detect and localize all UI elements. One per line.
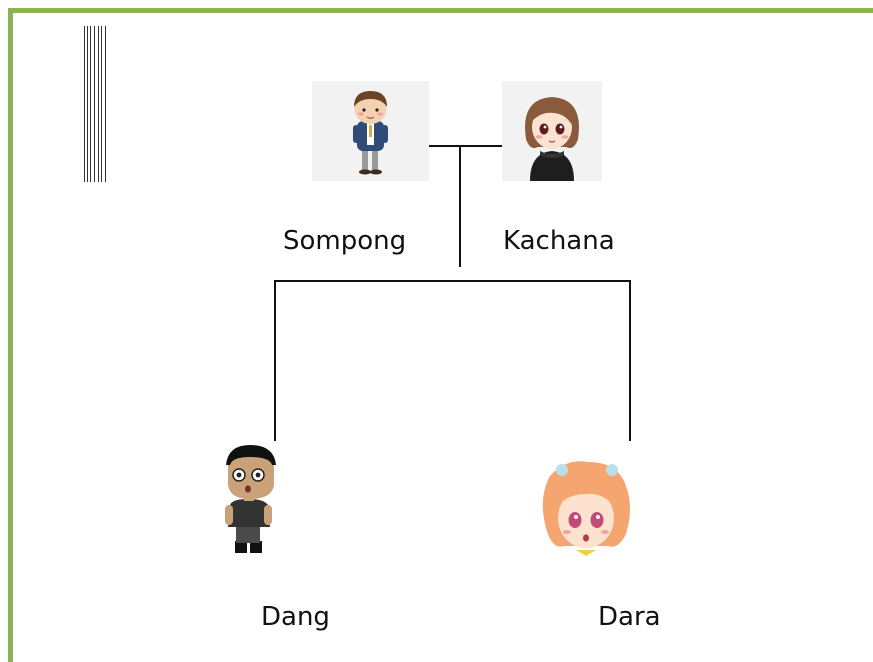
frame-border-left <box>8 8 13 662</box>
parent-name-kachana: Kachana <box>503 226 615 256</box>
child-name-dang: Dang <box>261 602 330 632</box>
frame-border-top <box>8 8 873 13</box>
child-name-dara: Dara <box>598 602 661 632</box>
cartoon-girl-avatar-icon <box>536 458 636 558</box>
cartoon-man-avatar-icon <box>312 81 429 181</box>
parent-name-sompong: Sompong <box>283 226 407 256</box>
cartoon-boy-avatar-icon <box>222 443 282 557</box>
decorative-lines <box>84 26 106 182</box>
cartoon-woman-avatar-icon <box>502 81 602 181</box>
